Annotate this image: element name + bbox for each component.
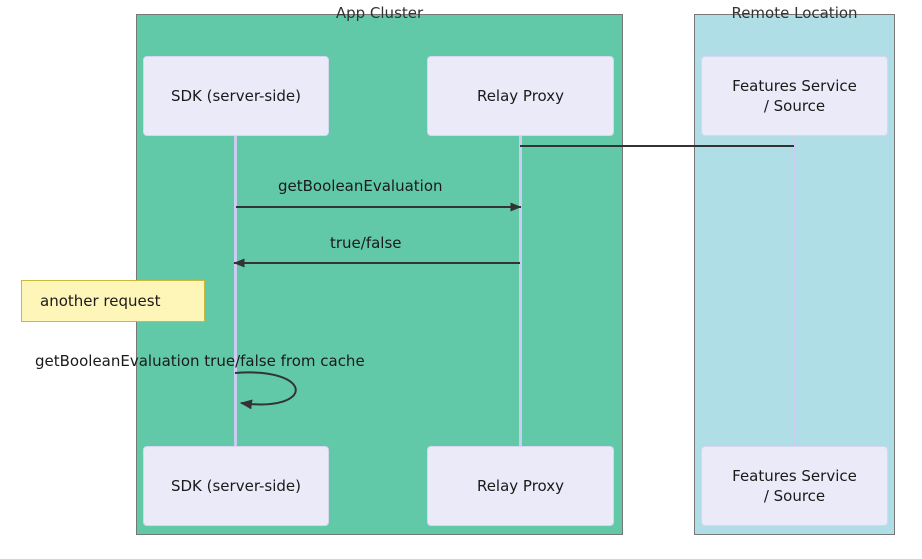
note-another-request: another request — [21, 280, 205, 322]
participant-features-service-top-label: Features Service / Source — [732, 76, 857, 117]
participant-features-service-top[interactable]: Features Service / Source — [701, 56, 888, 136]
group-remote-location-title: Remote Location — [731, 4, 858, 22]
lifeline-features-service — [793, 92, 796, 490]
group-app-cluster-title: App Cluster — [335, 4, 424, 22]
message-label-self-cache-hit: getBooleanEvaluation true/false from cac… — [35, 352, 365, 370]
participant-features-service-bottom-label: Features Service / Source — [732, 466, 857, 507]
message-label-true-false: true/false — [330, 234, 402, 252]
participant-features-service-bottom[interactable]: Features Service / Source — [701, 446, 888, 526]
participant-features-service-bottom-line1: Features Service — [732, 466, 857, 485]
participant-sdk-top-label: SDK (server-side) — [170, 86, 302, 105]
participant-features-service-top-line1: Features Service — [732, 76, 857, 95]
participant-relay-proxy-bottom-label: Relay Proxy — [476, 476, 565, 495]
lifeline-relay-proxy — [519, 92, 522, 490]
note-another-request-text: another request — [40, 292, 161, 310]
participant-sdk-top[interactable]: SDK (server-side) — [143, 56, 329, 136]
participant-sdk-bottom-label: SDK (server-side) — [170, 476, 302, 495]
participant-relay-proxy-bottom[interactable]: Relay Proxy — [427, 446, 614, 526]
participant-features-service-bottom-line2: / Source — [763, 487, 826, 505]
participant-sdk-bottom[interactable]: SDK (server-side) — [143, 446, 329, 526]
message-label-get-boolean-evaluation: getBooleanEvaluation — [278, 177, 443, 195]
lifeline-sdk — [234, 92, 237, 490]
participant-relay-proxy-top-label: Relay Proxy — [476, 86, 565, 105]
participant-relay-proxy-top[interactable]: Relay Proxy — [427, 56, 614, 136]
participant-features-service-top-line2: / Source — [763, 97, 826, 115]
